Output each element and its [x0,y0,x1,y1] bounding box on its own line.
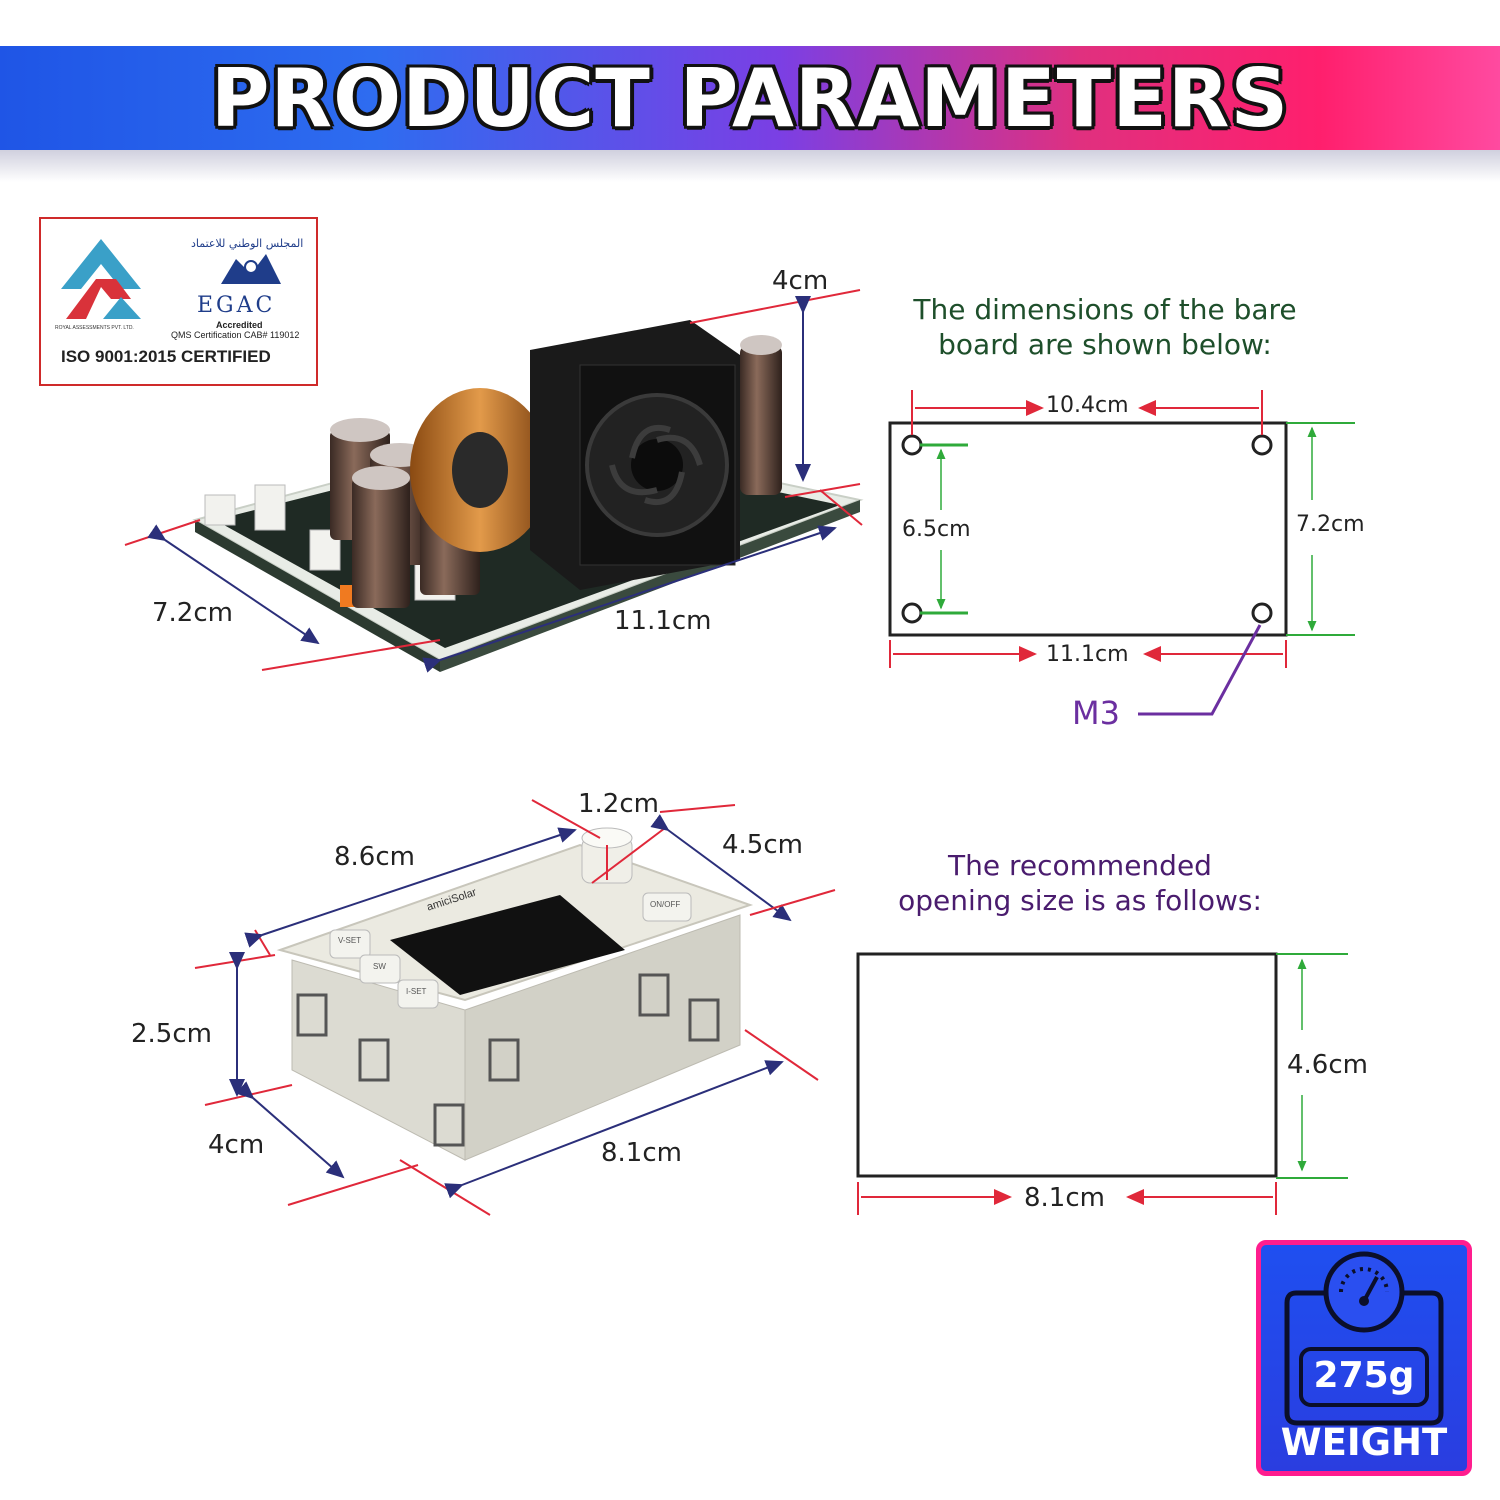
module-top-length-label: 8.6cm [334,842,415,872]
module-length-label: 8.1cm [601,1138,682,1168]
knob-height-label: 1.2cm [578,789,659,819]
weight-badge: 275g WEIGHT [1256,1240,1472,1476]
egac-arabic-name: المجلس الوطني للاعتماد [191,237,304,250]
hole-spacing-x-label: 10.4cm [1046,393,1129,418]
button-onoff-label: ON/OFF [650,900,681,909]
button-vset-label: V-SET [338,936,362,945]
bare-board-photo [192,320,864,672]
certificate-logos [61,239,281,319]
module-depth-label: 4cm [208,1130,265,1160]
egac-label: EGAC [197,293,276,318]
hole-spacing-y-label: 6.5cm [902,517,971,542]
board-height-label: 4cm [772,266,829,296]
bare-board-caption-line1: The dimensions of the bare [913,293,1297,326]
board-width-label: 7.2cm [152,598,233,628]
header-shadow [0,150,1500,182]
module-top-depth-label: 4.5cm [722,830,803,860]
module-photo [276,827,754,1161]
m3-hole-label: M3 [1072,694,1120,732]
board-dimension-lines [124,289,863,673]
weight-label: WEIGHT [1280,1421,1448,1464]
bare-board-height-label: 7.2cm [1296,512,1365,537]
bare-board-caption-line2: board are shown below: [938,328,1272,361]
module-height-label: 2.5cm [131,1019,212,1049]
opening-caption: The recommended opening size is as follo… [860,848,1300,918]
board-length-label: 11.1cm [614,606,712,636]
module-dimension-lines [194,799,836,1216]
weight-value: 275g [1313,1355,1415,1396]
bare-board-caption: The dimensions of the bare board are sho… [880,292,1330,362]
royal-assessments-logo [61,239,141,319]
qms-label: QMS Certification CAB# 119012 [171,330,300,340]
accredited-label: Accredited [216,320,263,330]
opening-width-label: 8.1cm [1024,1183,1105,1213]
bare-board-outline [888,390,1355,716]
bare-board-length-label: 11.1cm [1046,642,1129,667]
page-title: PRODUCT PARAMETERS [210,52,1290,145]
iso-label: ISO 9001:2015 CERTIFIED [61,347,271,366]
opening-outline [856,952,1348,1215]
opening-height-label: 4.6cm [1287,1050,1368,1080]
opening-caption-line2: opening size is as follows: [898,884,1262,917]
royal-label: ROYAL ASSESSMENTS PVT. LTD. [55,325,134,331]
header-banner [0,46,1500,150]
opening-caption-line1: The recommended [948,849,1212,882]
iso-certificate-box: المجلس الوطني للاعتماد EGAC Accredited Q… [39,217,318,386]
button-iset-label: I-SET [406,987,427,996]
scale-icon [1284,1251,1444,1426]
egac-eagle-logo [221,254,281,284]
button-sw-label: SW [373,962,386,971]
